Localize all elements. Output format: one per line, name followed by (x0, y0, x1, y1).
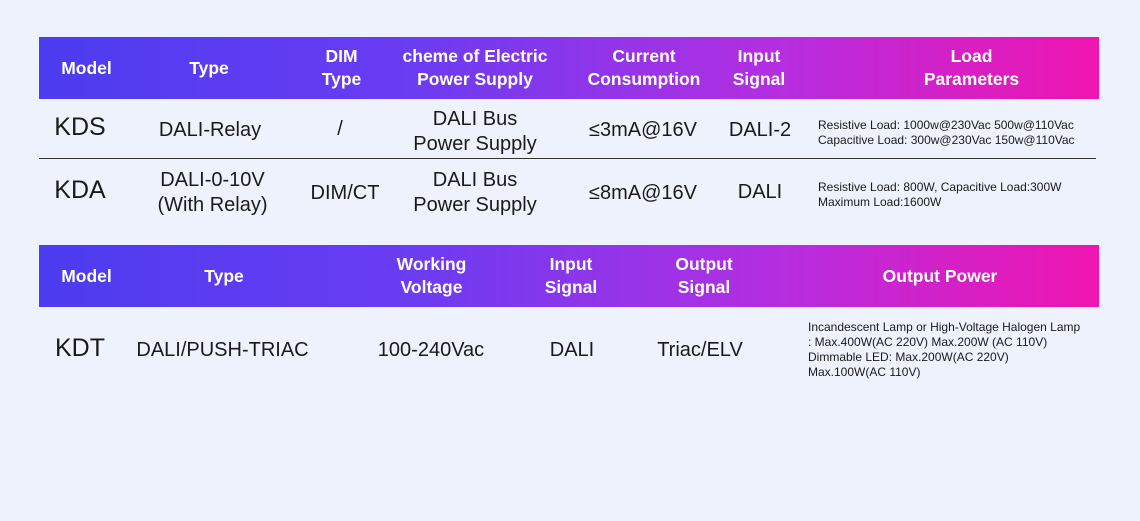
header-dim-type: DIM Type (321, 46, 362, 89)
header-model: Model (61, 265, 112, 286)
header-input-signal: Input Signal (732, 46, 786, 89)
row-type: DALI/PUSH-TRIAC (136, 338, 309, 361)
table1-header-band: Model Type DIM Type cheme of Electric Po… (39, 37, 1099, 99)
row-model: KDA (54, 175, 106, 204)
header-input-signal: Input Signal (544, 254, 598, 297)
header-type: Type (189, 57, 229, 78)
header-output-power: Output Power (882, 265, 998, 286)
header-working-voltage: Working Voltage (396, 254, 467, 297)
row-model: KDT (55, 333, 105, 362)
row-dim-type: / (337, 117, 343, 140)
row-type: DALI-Relay (158, 118, 262, 141)
row-working-voltage: 100-240Vac (377, 338, 485, 361)
row-input-signal: DALI (737, 180, 783, 203)
row-type: DALI-0-10V (With Relay) (157, 169, 268, 216)
row-divider (39, 158, 1096, 159)
table2-header-band: Model Type Working Voltage Input Signal … (39, 245, 1099, 307)
header-scheme: cheme of Electric Power Supply (402, 46, 548, 89)
header-type: Type (204, 265, 244, 286)
row-scheme: DALI Bus Power Supply (413, 169, 537, 216)
row-load-parameters: Resistive Load: 800W, Capacitive Load:30… (818, 180, 1062, 209)
row-scheme: DALI Bus Power Supply (413, 108, 537, 155)
row-input-signal: DALI-2 (728, 118, 792, 141)
header-output-signal: Output Signal (675, 254, 733, 297)
row-output-signal: Triac/ELV (657, 338, 743, 361)
header-load-parameters: Load Parameters (923, 46, 1020, 89)
header-model: Model (61, 57, 112, 78)
row-current: ≤3mA@16V (589, 118, 697, 141)
row-input-signal: DALI (549, 338, 595, 361)
row-output-power: Incandescent Lamp or High-Voltage Haloge… (808, 320, 1081, 379)
header-current: Current Consumption (587, 46, 701, 89)
row-model: KDS (54, 112, 106, 141)
row-load-parameters: Resistive Load: 1000w@230Vac 500w@110Vac… (818, 118, 1075, 147)
row-dim-type: DIM/CT (310, 181, 380, 204)
row-current: ≤8mA@16V (589, 181, 697, 204)
